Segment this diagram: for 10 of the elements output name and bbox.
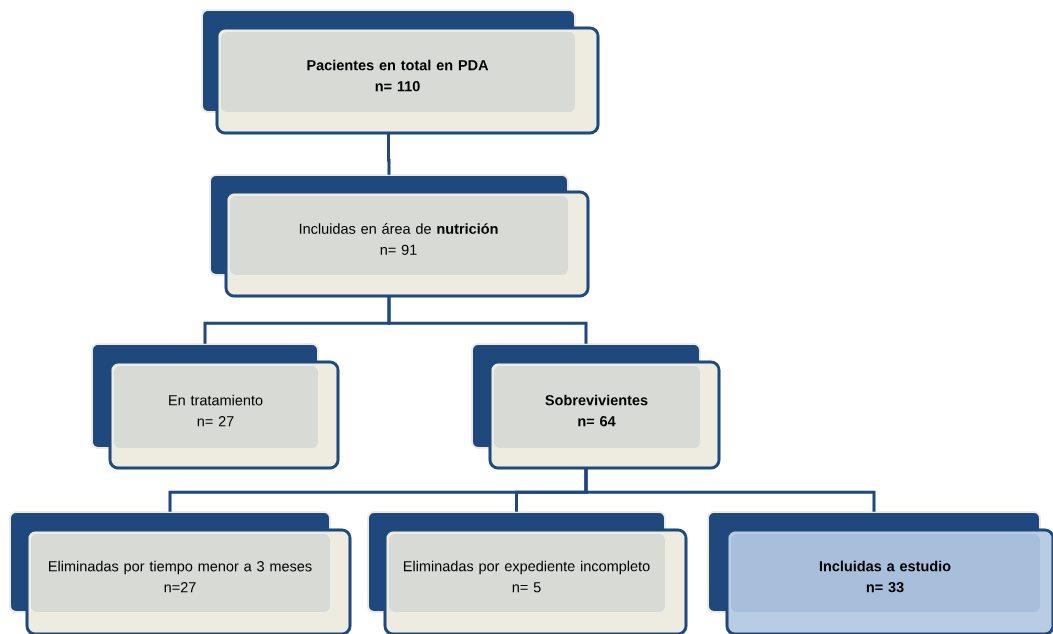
process-box: En tratamiento n= 27	[91, 343, 340, 470]
connector-line	[584, 468, 876, 512]
process-box: Eliminadas por tiempo menor a 3 meses n=27	[9, 511, 352, 634]
process-box: Pacientes en total en PDA n= 110	[201, 9, 600, 135]
process-box: Incluidas en área de nutrición n= 91	[209, 174, 590, 298]
process-box: Sobrevivientes n= 64	[471, 343, 721, 470]
process-box: Eliminadas por expediente incompleto n= 5	[367, 511, 688, 634]
connector-line	[387, 133, 391, 175]
process-box: Incluidas a estudio n= 33	[707, 511, 1053, 634]
connector-line	[387, 296, 588, 344]
